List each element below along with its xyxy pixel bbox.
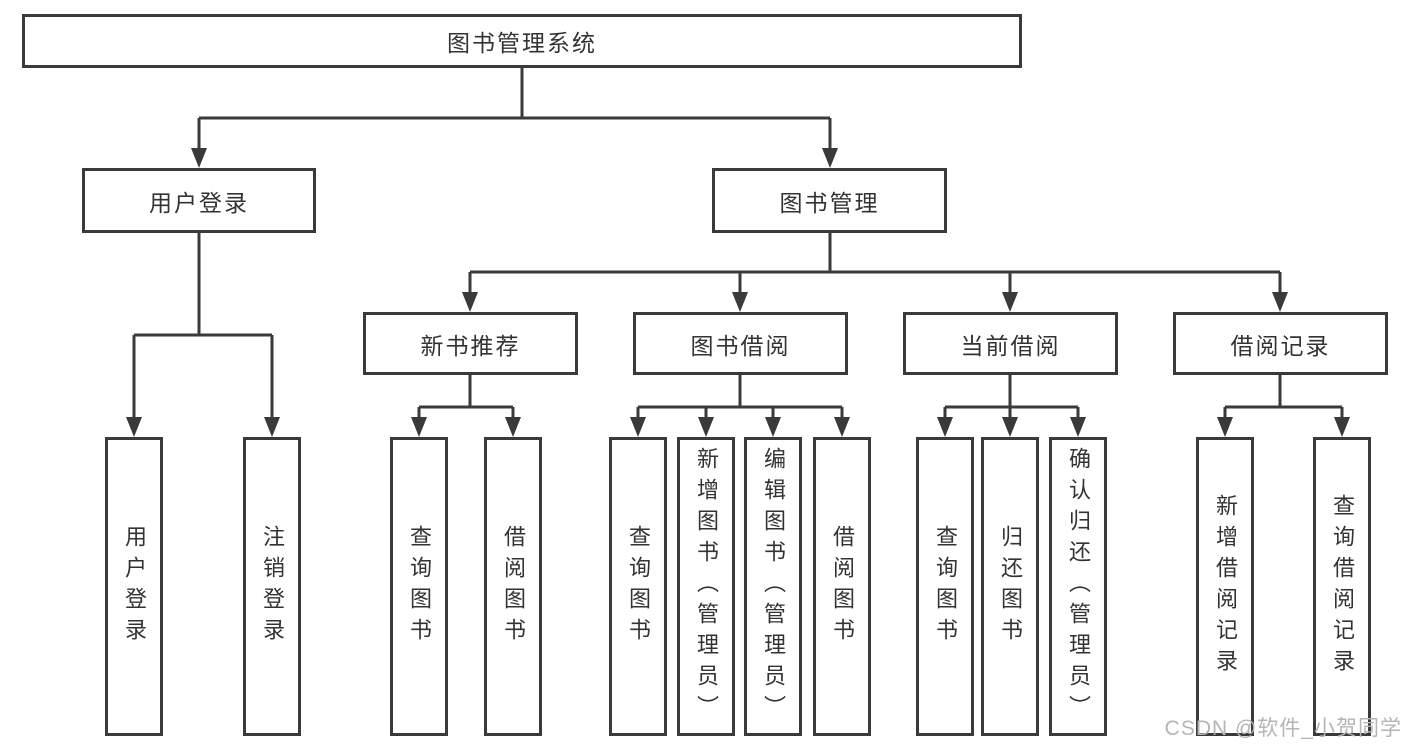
leaf-borrow-books: 借阅图书 [813,437,871,736]
connector-user-login-children [126,233,280,437]
connector-new-books-children [411,375,521,437]
leaf-user-login: 用户登录 [105,437,163,736]
leaf-add-borrow-record: 新增借阅记录 [1196,437,1254,736]
connector-root-to-level2 [191,68,838,168]
connector-book-borrow-children [630,375,850,437]
leaf-borrow-books: 借阅图书 [484,437,542,736]
node-user-login: 用户登录 [82,168,316,233]
connector-book-mgmt-children [462,233,1288,312]
connector-borrow-records-children [1217,375,1350,437]
node-new-book-recommend: 新书推荐 [363,312,578,375]
csdn-watermark: CSDN @软件_小贺同学 [1164,717,1402,740]
leaf-query-borrow-record: 查询借阅记录 [1313,437,1371,736]
leaf-edit-books-admin: 编辑图书（管理员） [744,437,802,736]
node-book-borrowing: 图书借阅 [633,312,848,375]
node-root-system: 图书管理系统 [22,14,1022,68]
node-current-borrowing: 当前借阅 [903,312,1118,375]
connector-current-borrow-children [937,375,1086,437]
leaf-logout: 注销登录 [243,437,301,736]
leaf-query-books: 查询图书 [390,437,448,736]
leaf-query-books: 查询图书 [609,437,667,736]
leaf-add-books-admin: 新增图书（管理员） [677,437,735,736]
node-borrowing-records: 借阅记录 [1173,312,1388,375]
leaf-confirm-return-admin: 确认归还（管理员） [1049,437,1107,736]
node-book-management: 图书管理 [712,168,947,233]
leaf-query-books: 查询图书 [916,437,974,736]
leaf-return-books: 归还图书 [981,437,1039,736]
